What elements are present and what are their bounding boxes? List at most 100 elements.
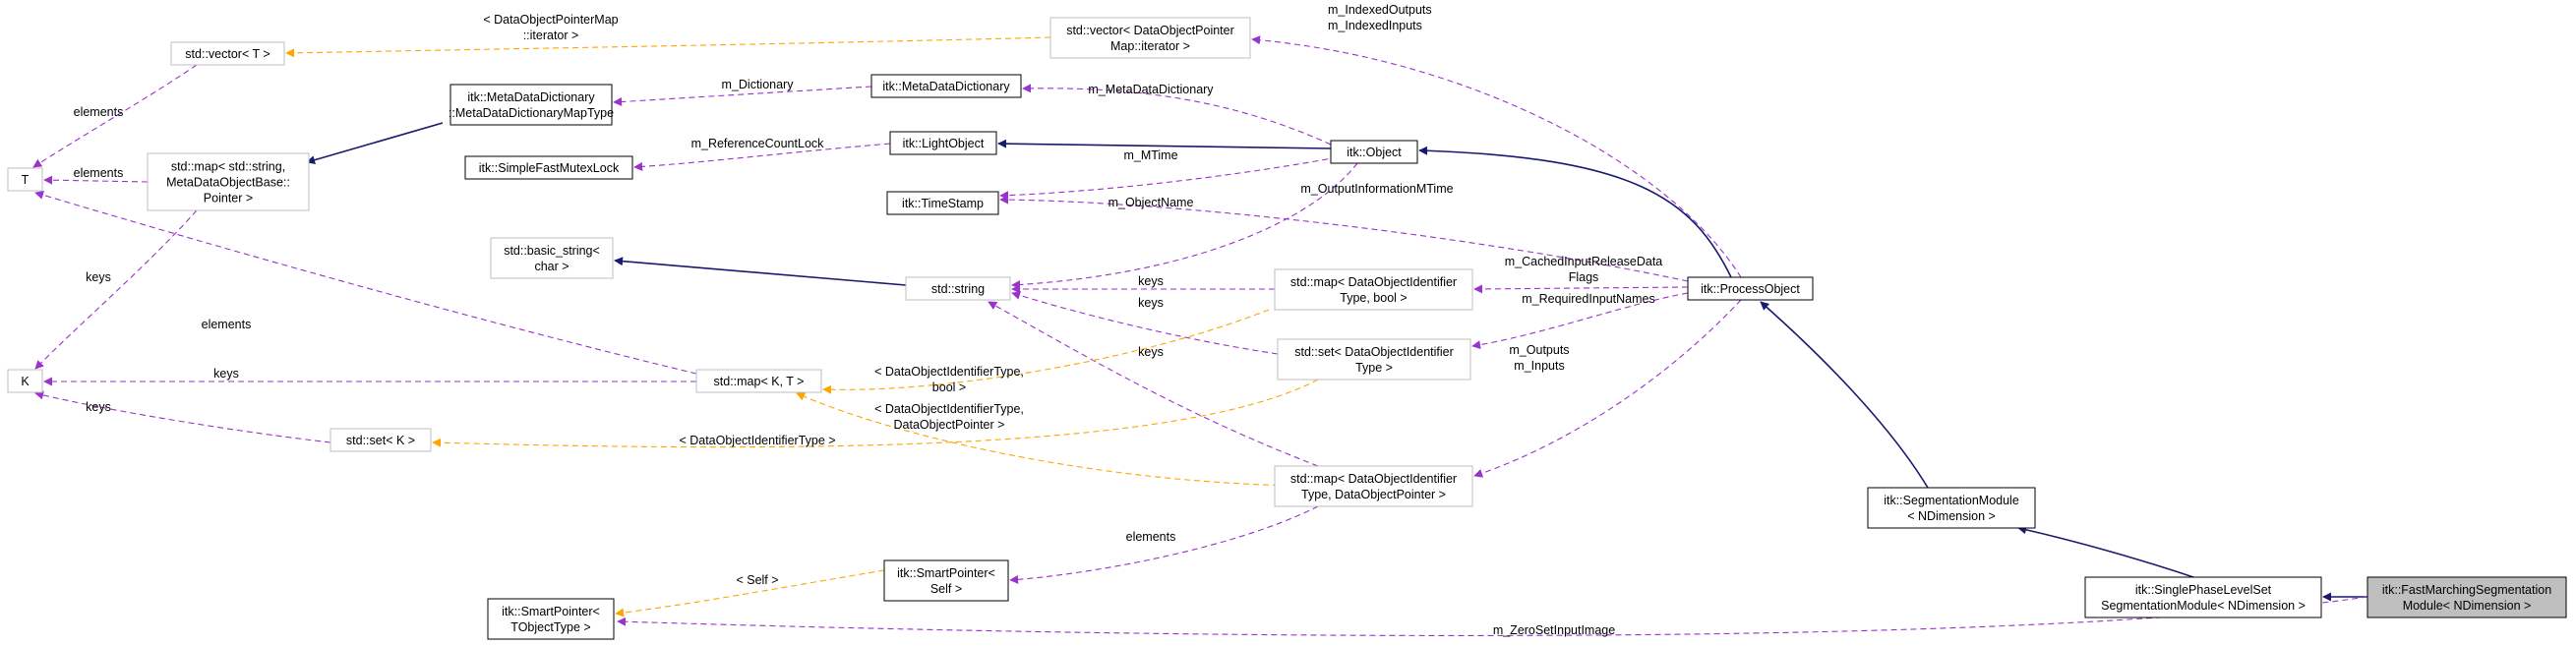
- node-label: Type, DataObjectPointer >: [1301, 488, 1446, 501]
- node-meta-data-dict-map-type[interactable]: itk::MetaDataDictionary::MetaDataDiction…: [449, 84, 614, 126]
- node-std-set-k[interactable]: std::set< K >: [329, 428, 432, 452]
- node-label: Module< NDimension >: [2403, 599, 2532, 613]
- node-smart-pointer-tobject[interactable]: itk::SmartPointer<TObjectType >: [487, 598, 615, 640]
- edge-label-line: m_IndexedInputs: [1328, 19, 1422, 32]
- edge-label-line: bool >: [932, 381, 966, 394]
- template-edge: [822, 309, 1270, 394]
- node-object[interactable]: itk::Object: [1330, 140, 1418, 164]
- usage-edge: [633, 143, 891, 171]
- node-std-map-doi-dop[interactable]: std::map< DataObjectIdentifierType, Data…: [1274, 465, 1473, 507]
- node-segmentation-module[interactable]: itk::SegmentationModule< NDimension >: [1867, 487, 2036, 529]
- edge-label-line: < DataObjectIdentifierType,: [874, 402, 1024, 416]
- node-simple-fast-mutex-lock[interactable]: itk::SimpleFastMutexLock: [464, 155, 633, 180]
- node-std-set-doi[interactable]: std::set< DataObjectIdentifierType >: [1277, 338, 1471, 381]
- usage-edge: [617, 596, 2368, 636]
- edge-label-line: elements: [74, 105, 124, 119]
- usage-edge: [988, 301, 1319, 467]
- edge-label-keys-k1: keys: [213, 367, 239, 381]
- edge-label-m-zero-set: m_ZeroSetInputImage: [1493, 623, 1615, 637]
- node-label: TObjectType >: [510, 620, 590, 634]
- edge-label-line: keys: [1138, 274, 1164, 288]
- edge-label-line: keys: [86, 400, 111, 414]
- node-light-object[interactable]: itk::LightObject: [889, 131, 997, 155]
- edge-label-m-dictionary: m_Dictionary: [722, 78, 795, 91]
- edge-label-line: elements: [1126, 530, 1176, 544]
- node-label: std::vector< T >: [185, 47, 270, 61]
- node-label: itk::ProcessObject: [1701, 282, 1800, 296]
- node-label: itk::MetaDataDictionary: [467, 90, 595, 104]
- edge-label-m-output-information-mtime: m_OutputInformationMTime: [1300, 182, 1453, 196]
- node-time-stamp[interactable]: itk::TimeStamp: [886, 191, 999, 215]
- inherit-edge: [1760, 301, 1929, 489]
- node-std-string[interactable]: std::string: [905, 276, 1011, 301]
- node-std-map-doi-bool[interactable]: std::map< DataObjectIdentifierType, bool…: [1274, 268, 1473, 311]
- edge-label-line: m_CachedInputReleaseData: [1505, 255, 1663, 268]
- edge-label-dop-map-iterator: < DataObjectPointerMap::iterator >: [483, 13, 618, 42]
- edge-label-line: keys: [1138, 345, 1164, 359]
- edge-label-line: elements: [74, 166, 124, 180]
- node-label: ::MetaDataDictionaryMapType: [449, 106, 614, 120]
- edge-label-line: Flags: [1569, 270, 1599, 284]
- node-k[interactable]: K: [7, 369, 43, 393]
- edge-label-line: m_ReferenceCountLock: [691, 137, 825, 150]
- edge-label-m-reference-count-lock: m_ReferenceCountLock: [691, 137, 825, 150]
- inherit-edge: [1418, 146, 1732, 278]
- usage-edge: [1473, 299, 1742, 478]
- edge-label-keys-string2: keys: [1138, 296, 1164, 310]
- node-std-vector-t[interactable]: std::vector< T >: [170, 41, 285, 66]
- node-meta-data-dictionary[interactable]: itk::MetaDataDictionary: [870, 74, 1022, 98]
- node-label: itk::SmartPointer<: [502, 605, 600, 618]
- node-single-phase[interactable]: itk::SinglePhaseLevelSetSegmentationModu…: [2084, 576, 2322, 618]
- node-std-map-string-metadata[interactable]: std::map< std::string,MetaDataObjectBase…: [147, 152, 310, 211]
- usage-edge: [1471, 292, 1689, 350]
- edge-label-line: < DataObjectPointerMap: [483, 13, 618, 27]
- node-std-map-kt[interactable]: std::map< K, T >: [695, 369, 822, 393]
- usage-edge: [43, 175, 149, 185]
- usage-edge: [34, 209, 198, 370]
- node-label: SegmentationModule< NDimension >: [2101, 599, 2306, 613]
- inherit-edge: [306, 122, 444, 165]
- usage-edge: [999, 156, 1339, 201]
- edge-label-m-meta-data-dictionary: m_MetaDataDictionary: [1088, 83, 1214, 96]
- edge-label-elements-sp: elements: [1126, 530, 1176, 544]
- edge-label-keys-string1: keys: [1138, 274, 1164, 288]
- node-label: Type >: [1355, 361, 1393, 375]
- node-label: Map::iterator >: [1110, 39, 1190, 53]
- edge-label-m-object-name: m_ObjectName: [1108, 196, 1194, 209]
- edge-label-m-mtime: m_MTime: [1123, 148, 1177, 162]
- node-label: std::basic_string<: [504, 244, 600, 258]
- node-smart-pointer-self[interactable]: itk::SmartPointer<Self >: [883, 559, 1009, 602]
- edge-label-doi-type: < DataObjectIdentifierType >: [679, 434, 835, 447]
- usage-edge: [1011, 162, 1358, 290]
- edge-label-elements-vec: elements: [74, 105, 124, 119]
- edge-label-line: < DataObjectIdentifierType >: [679, 434, 835, 447]
- edge-label-m-required-input-names: m_RequiredInputNames: [1522, 292, 1655, 306]
- node-label: Self >: [930, 582, 962, 596]
- edge-label-elements-t: elements: [202, 318, 252, 331]
- edge-label-keys-t: keys: [86, 270, 111, 284]
- edge-label-line: m_ZeroSetInputImage: [1493, 623, 1615, 637]
- usage-edge: [1009, 505, 1319, 584]
- template-edge: [615, 569, 885, 617]
- edge-label-line: m_RequiredInputNames: [1522, 292, 1655, 306]
- usage-edge: [1251, 35, 1742, 278]
- node-label: itk::SinglePhaseLevelSet: [2135, 583, 2272, 597]
- node-label: itk::LightObject: [903, 137, 985, 150]
- edge-label-line: DataObjectPointer >: [894, 418, 1005, 432]
- node-process-object[interactable]: itk::ProcessObject: [1687, 276, 1814, 301]
- edge-label-line: keys: [1138, 296, 1164, 310]
- template-edge: [285, 36, 1051, 58]
- node-std-basic-string[interactable]: std::basic_string<char >: [490, 237, 614, 279]
- node-std-vector-dop-iter[interactable]: std::vector< DataObjectPointerMap::itera…: [1049, 17, 1251, 59]
- node-label: itk::SmartPointer<: [897, 566, 995, 580]
- edge-label-line: ::iterator >: [523, 29, 579, 42]
- edge-label-line: m_Outputs: [1509, 343, 1569, 357]
- edge-label-keys-k2: keys: [86, 400, 111, 414]
- node-t[interactable]: T: [7, 167, 43, 192]
- node-label: std::map< DataObjectIdentifier: [1290, 275, 1457, 289]
